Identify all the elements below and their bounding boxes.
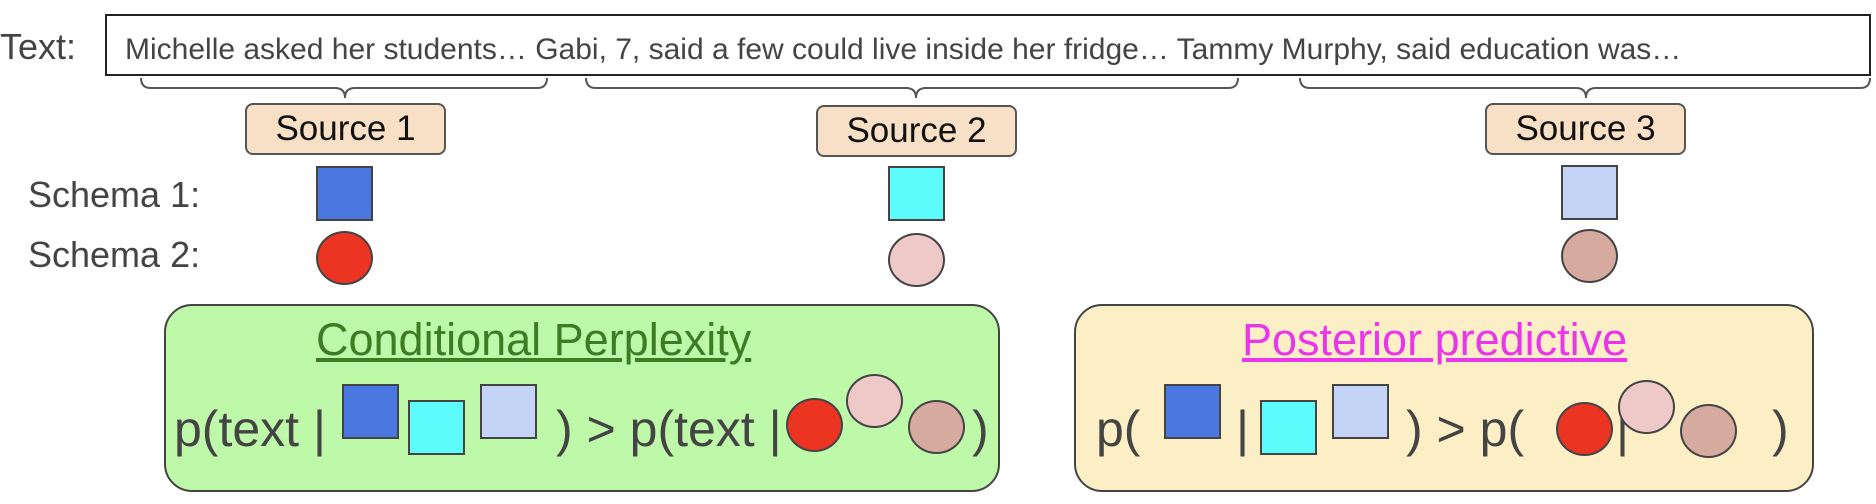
- right-eq-part-2: ) > p(: [1406, 401, 1525, 457]
- conditional-perplexity-panel: Conditional Perplexity p(text | ) > p(te…: [164, 304, 1000, 492]
- text-content: Michelle asked her students… Gabi, 7, sa…: [125, 33, 1682, 66]
- source-1-box: Source 1: [245, 103, 446, 155]
- left-eq-schema-1-source-2: [408, 400, 465, 455]
- left-eq-part-3: ): [972, 401, 989, 457]
- schema-2-source-3-circle: [1561, 229, 1618, 283]
- schema-2-label: Schema 2:: [28, 234, 201, 275]
- text-label: Text:: [0, 26, 77, 67]
- brace-source-3: [1299, 77, 1871, 99]
- posterior-predictive-panel: Posterior predictive p( | ) > p( | ): [1074, 304, 1814, 492]
- schema-2-source-2-circle: [888, 233, 945, 287]
- left-eq-schema-1-source-3: [480, 384, 537, 439]
- right-eq-schema-2-source-2: [1618, 380, 1675, 434]
- left-eq-schema-2-source-3: [908, 400, 965, 454]
- left-eq-schema-2-source-2: [846, 374, 903, 428]
- left-eq-part-1: p(text |: [174, 401, 326, 457]
- posterior-predictive-title: Posterior predictive: [1242, 314, 1628, 365]
- text-box: Michelle asked her students… Gabi, 7, sa…: [105, 14, 1871, 76]
- schema-1-source-2-square: [888, 166, 945, 221]
- right-eq-schema-1-source-1: [1164, 384, 1221, 439]
- right-eq-part-3: ): [1772, 401, 1789, 457]
- right-eq-schema-2-source-3: [1680, 404, 1737, 458]
- conditional-perplexity-title: Conditional Perplexity: [316, 314, 752, 365]
- left-eq-part-2: ) > p(text |: [556, 401, 782, 457]
- schema-1-source-1-square: [316, 166, 373, 221]
- source-braces: [140, 77, 1871, 99]
- right-eq-part-1: p(: [1096, 401, 1141, 457]
- right-eq-schema-2-source-1: [1556, 402, 1613, 456]
- right-eq-schema-1-source-2: [1260, 400, 1317, 455]
- left-eq-schema-1-source-1: [342, 384, 399, 439]
- source-2-box: Source 2: [816, 105, 1017, 157]
- right-eq-separator-1: |: [1236, 401, 1249, 457]
- brace-source-1: [140, 77, 548, 99]
- right-eq-schema-1-source-3: [1332, 384, 1389, 439]
- source-3-box: Source 3: [1485, 103, 1686, 155]
- left-eq-schema-2-source-1: [786, 398, 843, 452]
- schema-1-label: Schema 1:: [28, 174, 201, 215]
- schema-2-source-1-circle: [316, 231, 373, 285]
- brace-source-2: [585, 77, 1239, 99]
- schema-1-source-3-square: [1561, 165, 1618, 220]
